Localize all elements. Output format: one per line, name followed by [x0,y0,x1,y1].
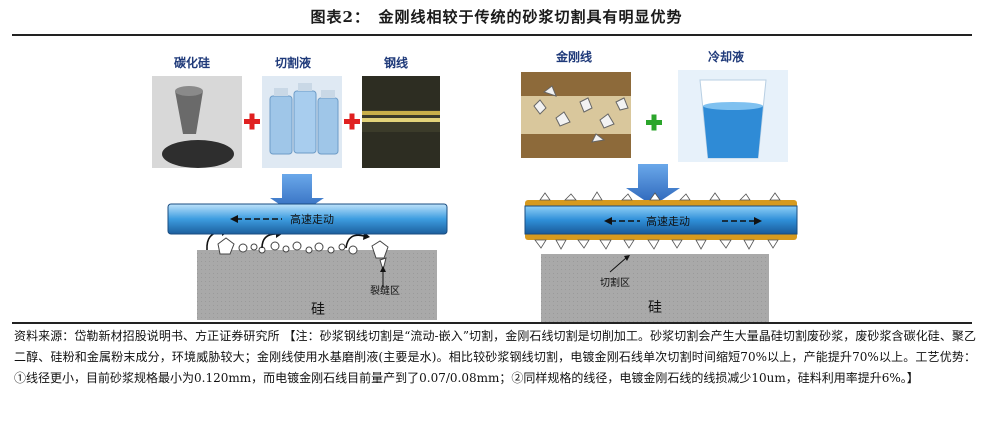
plus-icon [244,113,260,130]
diagram-canvas: 高速走动 裂缝区 硅 碳化硅 切割液 钢线 [152,49,798,322]
coolant-image [678,70,788,162]
steel-wire-image [362,76,440,168]
wire-motion-label-left: 高速走动 [290,212,334,226]
source-note: 资料来源：岱勒新材招股说明书、方正证券研究所 【注：砂浆钢线切割是“流动-嵌入”… [14,329,976,385]
diamond-wire-tube [524,205,798,235]
steel-wire-tube [167,203,448,235]
material-label-silicon-carbide: 碳化硅 [174,55,210,70]
crack-zone-pointer [380,266,386,288]
cutting-fluid-image [262,76,342,168]
material-label-diamond-wire: 金刚线 [555,49,592,64]
material-label-cutting-fluid: 切割液 [275,55,311,70]
top-rule [12,34,972,36]
wire-motion-label-right: 高速走动 [646,214,690,228]
motion-arrow [230,215,282,223]
silicon-label-right: 硅 [648,300,662,316]
material-label-steel-wire: 钢线 [384,55,408,70]
silicon-block-left [197,250,437,320]
motion-arrow [604,217,762,225]
plus-icon [344,113,360,130]
figure-title: 图表2： 金刚线相较于传统的砂浆切割具有明显优势 [310,8,683,26]
diamond-wire-image [521,72,631,158]
caption-rule [12,322,972,324]
abrasive-particles [217,237,389,272]
silicon-carbide-image [152,76,242,168]
material-label-coolant: 冷却液 [708,49,744,64]
process-arrow-right [626,164,680,206]
crack-zone-label: 裂缝区 [370,284,400,297]
silicon-label-left: 硅 [311,302,325,318]
silicon-block-right [541,254,769,322]
plus-icon [646,114,662,131]
cut-zone-pointer [609,255,630,273]
cut-zone-label: 切割区 [600,276,630,289]
diamond-grits [534,191,781,250]
